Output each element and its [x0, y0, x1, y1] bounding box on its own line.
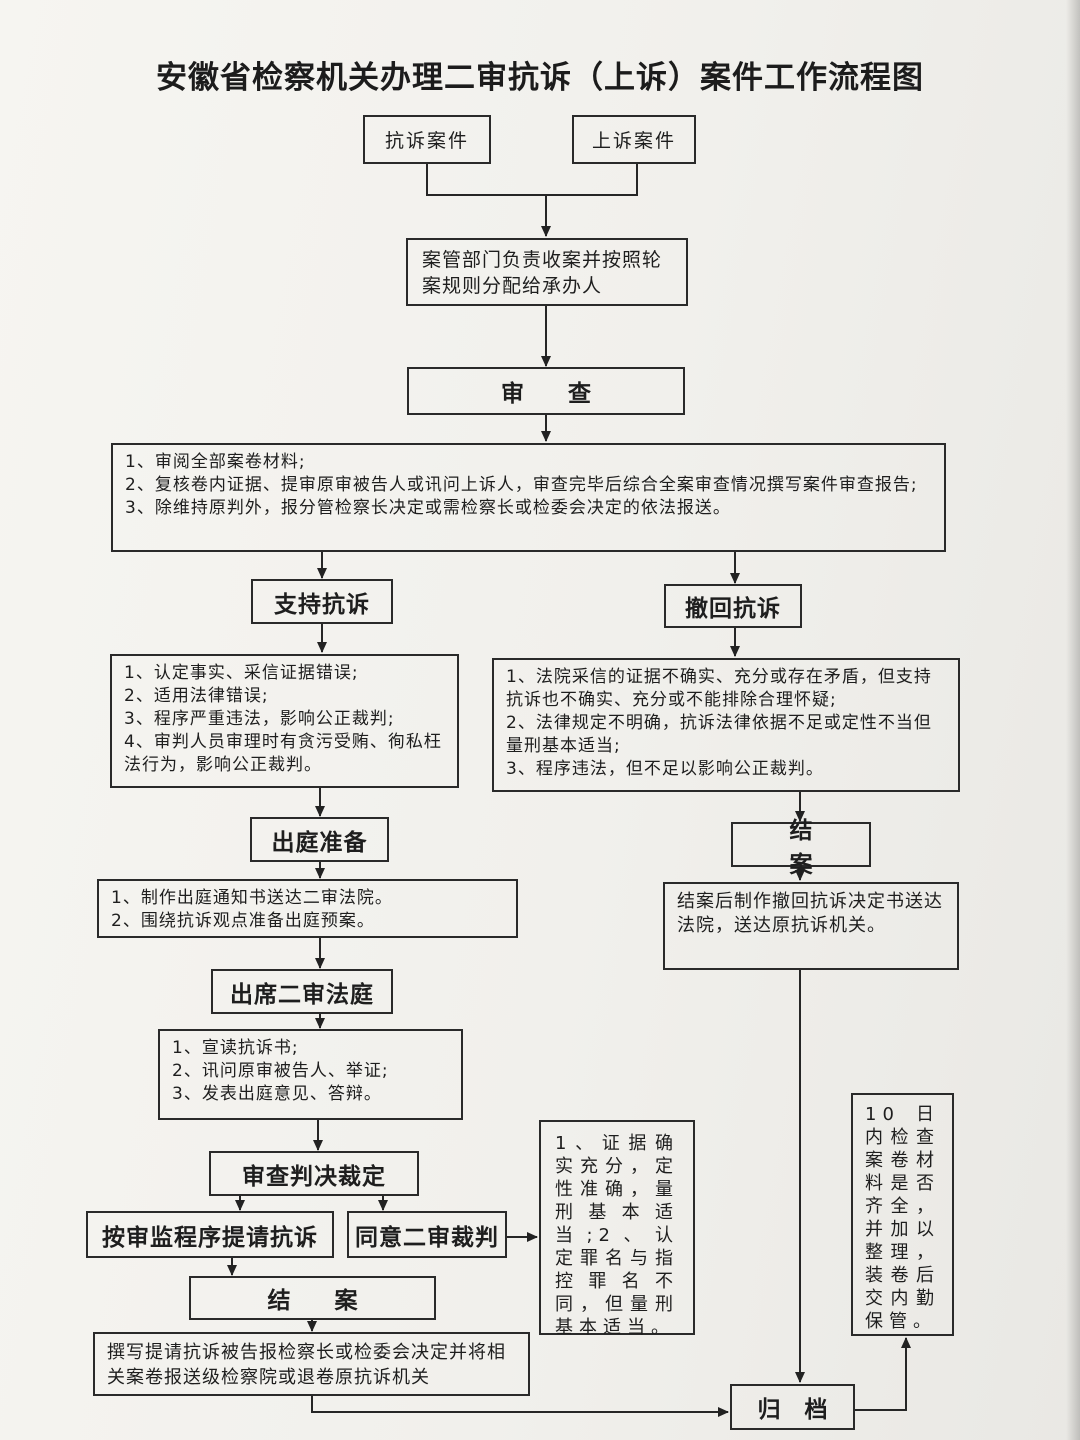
page-shadow — [1066, 0, 1080, 1440]
judgment-review-label: 审查判决裁定 — [242, 1163, 386, 1190]
arrow-final-to-archive — [311, 1396, 729, 1417]
attend-step-2: 2、讯问原审被告人、举证; — [172, 1061, 389, 1081]
agree-judgment-label: 同意二审裁判 — [355, 1224, 499, 1251]
support-ground-2: 2、适用法律错误; — [124, 686, 269, 706]
attend-step-1: 1、宣读抗诉书; — [172, 1038, 299, 1058]
judgment-review-box: 审查判决裁定 — [209, 1151, 419, 1196]
prepare-box: 出庭准备 — [250, 817, 389, 862]
intake-text: 案管部门负责收案并按照轮案规则分配给承办人 — [422, 249, 663, 297]
review-step-3: 3、除维持原判外，报分管检察长决定或需检察长或检委会决定的依法报送。 — [125, 498, 731, 518]
page-title: 安徽省检察机关办理二审抗诉（上诉）案件工作流程图 — [156, 60, 924, 96]
support-ground-4: 4、审判人员审理时有贪污受贿、徇私枉法行为，影响公正裁判。 — [124, 732, 442, 775]
agree-conditions-box: 1、证据确实充分，定性准确，量刑基本适当;2、认定罪名与指控罪名不同，但量刑基本… — [539, 1120, 695, 1338]
withdraw-grounds-box: 1、法院采信的证据不确实、充分或存在矛盾，但支持抗诉也不确实、充分或不能排除合理… — [492, 658, 960, 792]
protest-supervision-label: 按审监程序提请抗诉 — [102, 1224, 318, 1251]
agree-judgment-box: 同意二审裁判 — [347, 1211, 507, 1258]
attend-court-label: 出席二审法庭 — [230, 981, 374, 1008]
attend-step-3: 3、发表出庭意见、答辩。 — [172, 1084, 382, 1104]
attend-court-box: 出席二审法庭 — [211, 969, 393, 1014]
review-step-1: 1、审阅全部案卷材料; — [125, 452, 306, 472]
review-steps-box: 1、审阅全部案卷材料; 2、复核卷内证据、提审原审被告人或讯问上诉人，审查完毕后… — [111, 443, 946, 552]
intake-box: 案管部门负责收案并按照轮案规则分配给承办人 — [406, 238, 688, 306]
prepare-step-1: 1、制作出庭通知书送达二审法院。 — [111, 888, 393, 908]
withdraw-ground-1: 1、法院采信的证据不确实、充分或存在矛盾，但支持抗诉也不确实、充分或不能排除合理… — [506, 667, 932, 710]
archive-note-text: 10日内检查案卷材料是否齐全，并加以整理，装卷后交内勤保管。 — [865, 1104, 940, 1332]
archive-note-box: 10日内检查案卷材料是否齐全，并加以整理，装卷后交内勤保管。 — [851, 1093, 954, 1336]
withdraw-close-box: 结案 — [731, 818, 871, 878]
withdraw-close-label: 结案 — [789, 817, 857, 878]
withdraw-ground-3: 3、程序违法，但不足以影响公正裁判。 — [506, 759, 824, 779]
protest-supervision-box: 按审监程序提请抗诉 — [86, 1211, 334, 1258]
withdraw-close-note: 结案后制作撤回抗诉决定书送达法院，送达原抗诉机关。 — [677, 891, 943, 936]
final-close-label: 结案 — [267, 1288, 402, 1314]
review-box: 审查 — [407, 367, 685, 415]
protest-case-label: 抗诉案件 — [384, 130, 469, 152]
attend-steps-box: 1、宣读抗诉书; 2、讯问原审被告人、举证; 3、发表出庭意见、答辩。 — [158, 1029, 463, 1120]
review-step-2: 2、复核卷内证据、提审原审被告人或讯问上诉人，审查完毕后综合全案审查情况撰写案件… — [125, 475, 918, 495]
support-protest-box: 支持抗诉 — [251, 579, 393, 624]
appeal-case-label: 上诉案件 — [591, 130, 676, 152]
support-protest-label: 支持抗诉 — [274, 591, 370, 618]
withdraw-protest-box: 撤回抗诉 — [664, 584, 802, 628]
archive-label: 归档 — [757, 1397, 852, 1423]
agree-conditions-text: 1、证据确实充分，定性准确，量刑基本适当;2、认定罪名与指控罪名不同，但量刑基本… — [555, 1133, 679, 1338]
final-close-box: 结案 — [189, 1276, 436, 1320]
support-grounds-box: 1、认定事实、采信证据错误; 2、适用法律错误; 3、程序严重违法，影响公正裁判… — [110, 654, 459, 788]
final-close-note: 撰写提请抗诉被告报检察长或检委会决定并将相关案卷报送级检察院或退卷原抗诉机关 — [107, 1342, 506, 1388]
arrow-archive-to-note — [855, 1337, 911, 1411]
protest-case-box: 抗诉案件 — [363, 115, 491, 164]
review-label: 审查 — [501, 381, 635, 407]
connector-protest — [426, 164, 638, 196]
archive-box: 归档 — [730, 1384, 855, 1430]
prepare-step-2: 2、围绕抗诉观点准备出庭预案。 — [111, 911, 375, 931]
final-close-note-box: 撰写提请抗诉被告报检察长或检委会决定并将相关案卷报送级检察院或退卷原抗诉机关 — [93, 1332, 530, 1396]
support-ground-1: 1、认定事实、采信证据错误; — [124, 663, 359, 683]
withdraw-close-note-box: 结案后制作撤回抗诉决定书送达法院，送达原抗诉机关。 — [663, 882, 959, 970]
support-ground-3: 3、程序严重违法，影响公正裁判; — [124, 709, 395, 729]
withdraw-ground-2: 2、法律规定不明确，抗诉法律依据不足或定性不当但量刑基本适当; — [506, 713, 932, 756]
prepare-label: 出庭准备 — [271, 829, 368, 856]
withdraw-protest-label: 撤回抗诉 — [685, 596, 781, 622]
appeal-case-box: 上诉案件 — [572, 115, 696, 164]
prepare-steps-box: 1、制作出庭通知书送达二审法院。 2、围绕抗诉观点准备出庭预案。 — [97, 879, 518, 938]
